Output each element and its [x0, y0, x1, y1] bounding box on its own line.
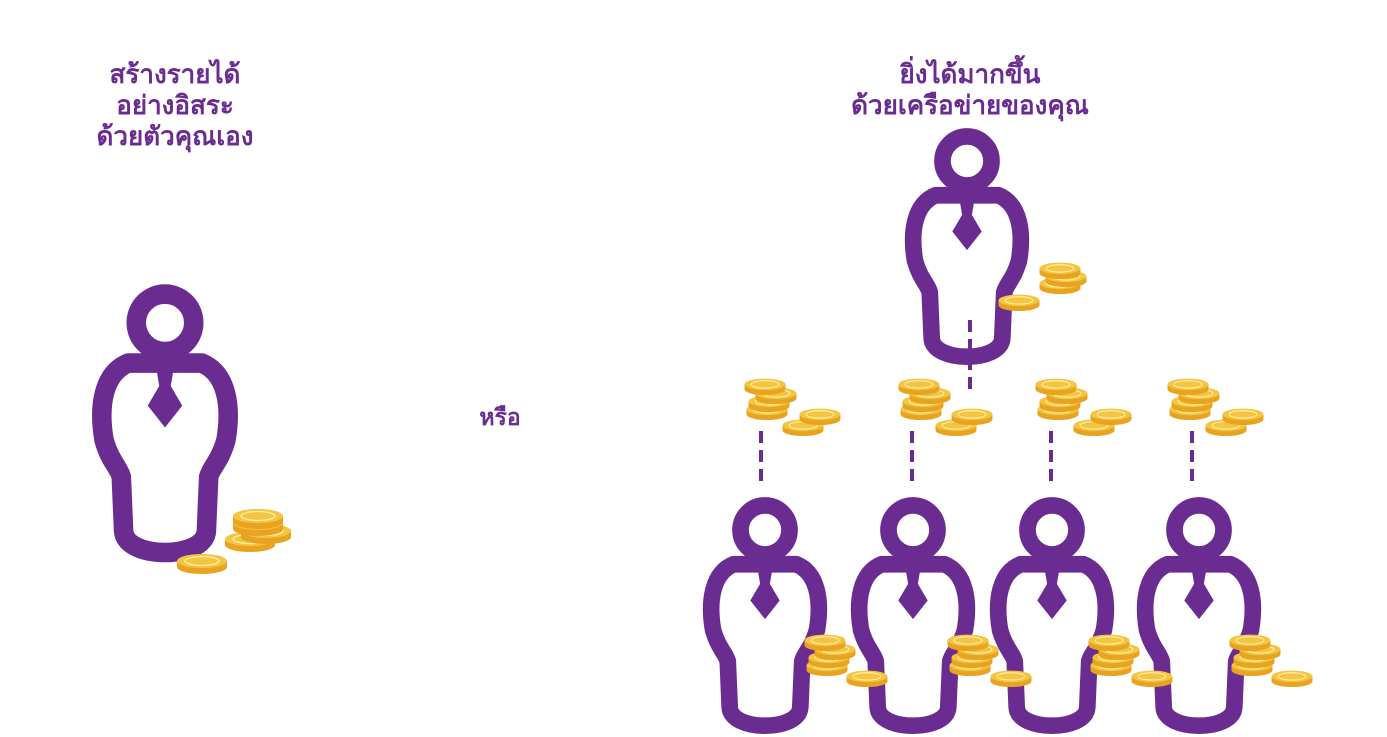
right-caption-line-1: ยิ่งได้มากขึ้น [899, 60, 1041, 90]
downline-person-1-icon [711, 505, 819, 725]
solo-person-icon [102, 294, 228, 552]
upline-coin-stack-3-icon [1034, 378, 1133, 437]
right-caption: ยิ่งได้มากขึ้น ด้วยเครือข่ายของคุณ [800, 60, 1140, 122]
network-leader-icon [913, 136, 1021, 356]
downline-person-3-icon [998, 505, 1106, 725]
right-caption-line-2: ด้วยเครือข่ายของคุณ [851, 91, 1089, 121]
downline-person-4-icon [1145, 505, 1253, 725]
left-caption: สร้างรายได้ อย่างอิสระ ด้วยตัวคุณเอง [40, 60, 310, 153]
left-caption-line-2: อย่างอิสระ [116, 91, 234, 121]
or-separator-label: หรือ [479, 405, 521, 431]
upline-coin-stack-4-icon [1166, 378, 1265, 437]
left-caption-line-3: ด้วยตัวคุณเอง [96, 122, 254, 152]
downline-connector-lines [759, 431, 1194, 485]
downline-person-2-icon [859, 505, 967, 725]
upline-coin-stack-1-icon [743, 378, 842, 437]
left-caption-line-1: สร้างรายได้ [109, 60, 241, 90]
upline-coin-stack-2-icon [897, 378, 994, 437]
